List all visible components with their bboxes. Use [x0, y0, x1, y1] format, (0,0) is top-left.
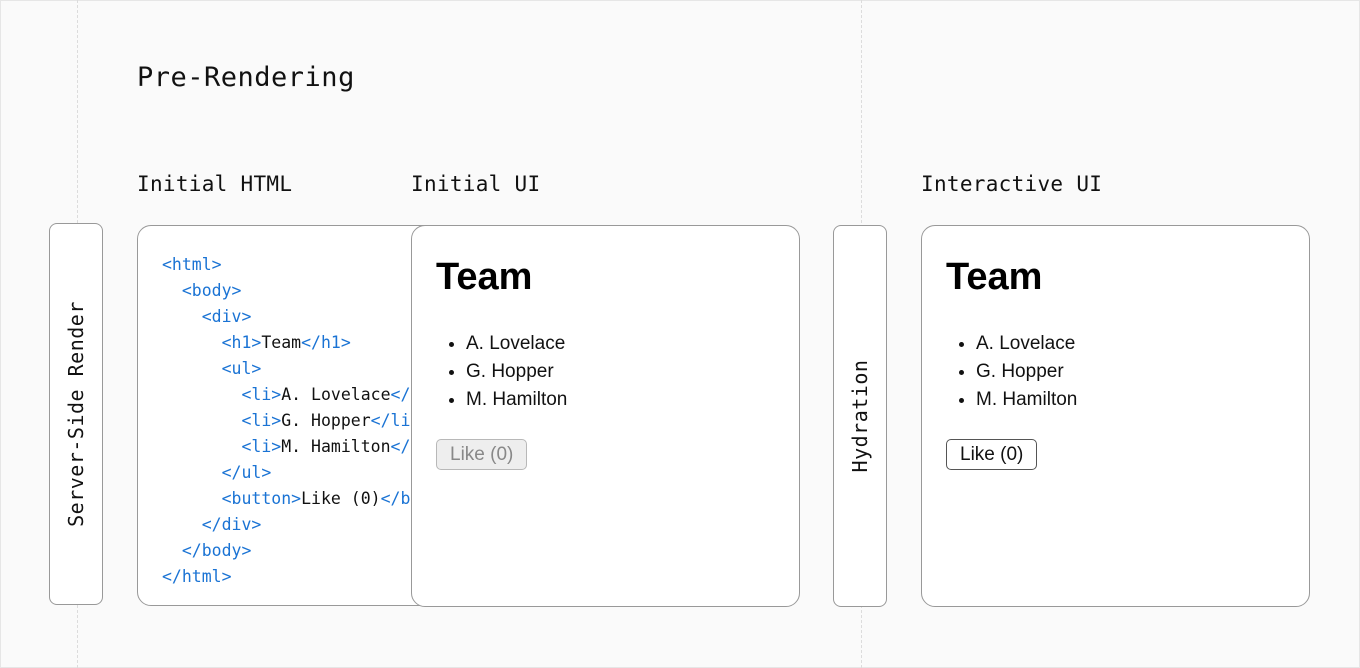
code-tag: </html> — [162, 567, 232, 586]
code-line: <button>Like (0)</button> — [162, 486, 436, 512]
initial-ui-label: Initial UI — [411, 172, 541, 196]
list-item: A. Lovelace — [466, 330, 567, 358]
list-item: G. Hopper — [466, 358, 567, 386]
code-text: G. Hopper — [281, 411, 371, 430]
code-text: Like (0) — [301, 489, 381, 508]
code-tag: <button> — [221, 489, 302, 508]
team-list: A. Lovelace G. Hopper M. Hamilton — [436, 330, 567, 414]
code-line: </body> — [162, 538, 436, 564]
code-line: <li>G. Hopper</li> — [162, 408, 436, 434]
code-tag: </ul> — [221, 463, 272, 482]
code-text: Team — [261, 333, 302, 352]
list-item: M. Hamilton — [976, 386, 1077, 414]
interactive-ui-label: Interactive UI — [921, 172, 1103, 196]
code-tag: <body> — [181, 281, 242, 300]
code-line: <div> — [162, 304, 436, 330]
code-line: <li>M. Hamilton</li> — [162, 434, 436, 460]
server-side-render-step: Server-Side Render — [49, 223, 103, 605]
code-tag: <li> — [241, 385, 282, 404]
code-line: <body> — [162, 278, 436, 304]
code-tag: <div> — [201, 307, 252, 326]
hydration-label: Hydration — [848, 359, 872, 473]
code-tag: </div> — [201, 515, 262, 534]
like-button[interactable]: Like (0) — [946, 439, 1038, 470]
code-line: <h1>Team</h1> — [162, 330, 436, 356]
code-tag: <li> — [241, 411, 282, 430]
interactive-ui-card: Team A. Lovelace G. Hopper M. Hamilton L… — [921, 225, 1310, 607]
code-tag: </body> — [181, 541, 252, 560]
html-code-block: <html> <body> <div> <h1>Team</h1> <ul> <… — [162, 252, 436, 590]
hydration-step: Hydration — [833, 225, 887, 607]
code-text: M. Hamilton — [281, 437, 391, 456]
code-line: </html> — [162, 564, 436, 590]
code-tag: <li> — [241, 437, 282, 456]
team-heading: Team — [946, 256, 1043, 298]
like-button-disabled: Like (0) — [436, 439, 528, 470]
initial-ui-card: Team A. Lovelace G. Hopper M. Hamilton L… — [411, 225, 800, 607]
code-tag: </li> — [370, 411, 421, 430]
code-tag: </h1> — [301, 333, 351, 352]
server-side-render-label: Server-Side Render — [64, 301, 88, 527]
initial-html-label: Initial HTML — [137, 172, 293, 196]
team-heading: Team — [436, 256, 533, 298]
code-tag: <h1> — [221, 333, 262, 352]
code-line: </ul> — [162, 460, 436, 486]
code-tag: <html> — [162, 255, 222, 274]
code-tag: <ul> — [221, 359, 262, 378]
diagram-title: Pre-Rendering — [137, 62, 355, 93]
code-line: <ul> — [162, 356, 436, 382]
list-item: G. Hopper — [976, 358, 1077, 386]
list-item: M. Hamilton — [466, 386, 567, 414]
list-item: A. Lovelace — [976, 330, 1077, 358]
initial-html-card: <html> <body> <div> <h1>Team</h1> <ul> <… — [137, 225, 437, 606]
code-line: <li>A. Lovelace</li> — [162, 382, 436, 408]
code-line: <html> — [162, 252, 436, 278]
code-line: </div> — [162, 512, 436, 538]
code-text: A. Lovelace — [281, 385, 391, 404]
team-list: A. Lovelace G. Hopper M. Hamilton — [946, 330, 1077, 414]
